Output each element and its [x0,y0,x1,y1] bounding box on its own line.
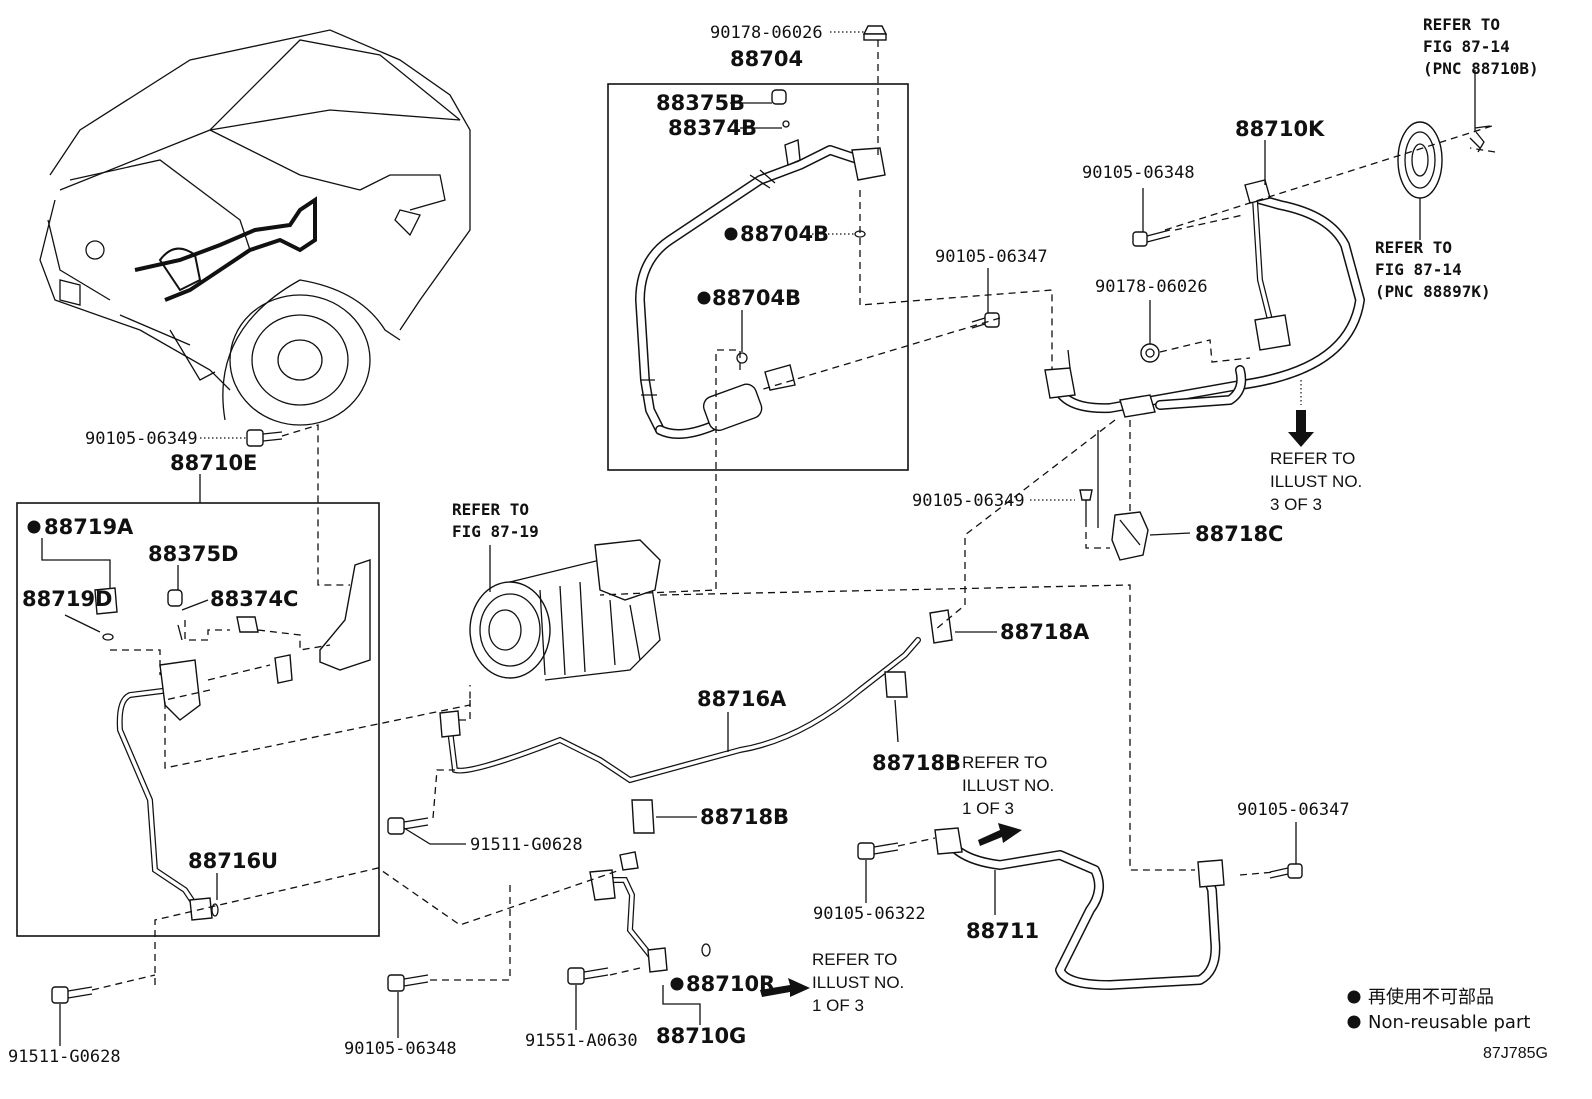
bolt-90105-06347-mid [971,312,1000,329]
clamp-88718B-lower [631,799,655,834]
tube-88710G [589,851,711,973]
label-88716U: 88716U [188,849,278,873]
tube-88716A [439,637,921,784]
label-90178-top: 90178-06026 [710,23,823,43]
ref-illust1-bot-1: REFER TO [812,950,897,969]
label-90105-06348-bot: 90105-06348 [344,1039,457,1059]
label-90105-06347-right: 90105-06347 [1237,800,1350,820]
ref-fig8714-mid-3: (PNC 88897K) [1375,282,1491,301]
ref-illust3-3: 3 OF 3 [1270,495,1322,514]
illustration-code: 87J785G [1483,1045,1548,1062]
label-88704B-2: 88704B [712,286,801,310]
ref-fig8719-1: REFER TO [452,500,529,519]
pipe-88710K [1044,179,1365,418]
bolt-90105-06348-top [1132,229,1171,247]
ref-fig8714-top-3: (PNC 88710B) [1423,59,1539,78]
ref-fig8714-mid-1: REFER TO [1375,238,1452,257]
label-88719A: 88719A [44,515,134,539]
leader-lines [41,31,1476,1046]
ref-fig8714-mid-2: FIG 87-14 [1375,260,1462,279]
bolt-91511-bot [51,986,93,1004]
label-90105-06348-top: 90105-06348 [1082,163,1195,183]
ref-fig8714-top-2: FIG 87-14 [1423,37,1510,56]
arrow-right-icon-bottom [760,978,810,997]
ref-illust1-mid-2: ILLUST NO. [962,776,1054,795]
box-88710E [16,502,380,937]
label-88718B-lower: 88718B [700,805,789,829]
label-88710K: 88710K [1235,117,1325,141]
label-88718B-upper: 88718B [872,751,961,775]
clamp-88718B-upper [884,671,908,698]
ref-fig8719-2: FIG 87-19 [452,522,539,541]
label-88710G: 88710G [656,1024,746,1048]
clamp-88718C [1079,489,1149,561]
ref-fig8714-top-1: REFER TO [1423,15,1500,34]
box-88704 [607,83,909,471]
vehicle-illustration [39,29,471,426]
label-90178-mid: 90178-06026 [1095,277,1208,297]
assembly-lines [91,40,1276,991]
legend-english: Non-reusable part [1368,1012,1530,1033]
label-88704B-1: 88704B [740,222,829,246]
label-91511-mid: 91511-G0628 [470,835,583,855]
ref-illust1-mid-3: 1 OF 3 [962,799,1014,818]
label-88375B: 88375B [656,91,745,115]
arrow-down-icon [1288,410,1314,447]
label-90105-06349-left: 90105-06349 [85,429,198,449]
label-88710R: 88710R [686,972,775,996]
label-88711: 88711 [966,919,1039,943]
label-88374B: 88374B [668,116,757,140]
label-88718C: 88718C [1195,522,1283,546]
legend-japanese: 再使用不可部品 [1368,987,1494,1008]
bolt-90105-06349-left [246,429,283,447]
bolt-90105-06348-bot [387,974,429,992]
ref-illust1-mid-1: REFER TO [962,753,1047,772]
compressor [469,539,661,681]
label-88719D: 88719D [22,587,113,611]
label-88718A: 88718A [1000,620,1090,644]
bolt-91511-mid [387,817,429,835]
ref-illust3-1: REFER TO [1270,449,1355,468]
label-88710E: 88710E [170,451,257,475]
bolt-90105-06347-right [1269,863,1303,879]
label-90105-06347-mid: 90105-06347 [935,247,1048,267]
bolt-91551 [567,967,609,985]
arrow-right-icon-mid [978,823,1022,846]
ref-illust3-2: ILLUST NO. [1270,472,1362,491]
clamp-88718A [929,609,953,644]
hose-88704 [635,89,886,439]
nut-90178-mid [1140,343,1160,363]
ref-illust1-bot-2: ILLUST NO. [812,973,904,992]
pipe-88711 [934,827,1225,990]
tube-88716U [94,559,371,921]
label-88716A: 88716A [697,687,787,711]
bolt-90178-top [862,25,888,41]
ref-illust1-bot-3: 1 OF 3 [812,996,864,1015]
bolt-90105-06322 [857,842,899,860]
label-90105-06322: 90105-06322 [813,904,926,924]
label-91551: 91551-A0630 [525,1031,638,1051]
label-88375D: 88375D [148,542,239,566]
label-88704: 88704 [730,47,803,71]
grommet-88897K [1397,121,1491,199]
label-88374C: 88374C [210,587,298,611]
label-90105-06349-right: 90105-06349 [912,491,1025,511]
non-reusable-markers [27,227,1361,1029]
label-91511-bot: 91511-G0628 [8,1047,121,1067]
